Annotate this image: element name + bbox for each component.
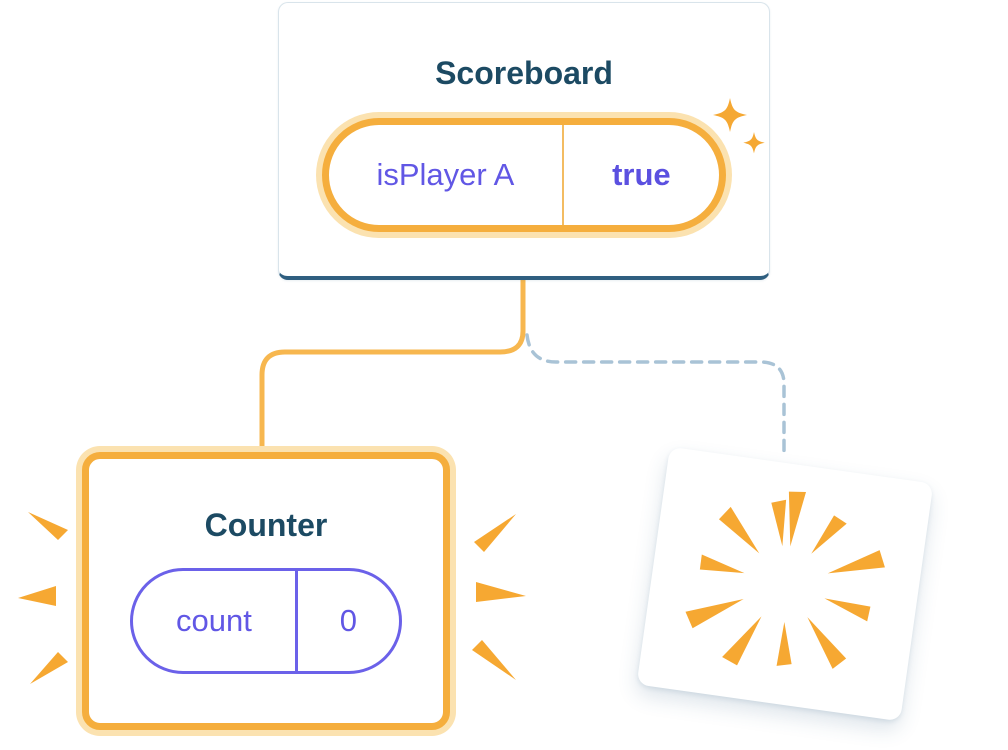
scoreboard-title: Scoreboard: [435, 55, 613, 91]
solid-connector-line: [259, 275, 526, 455]
scoreboard-card: Scoreboard isPlayer A true: [278, 2, 770, 280]
counter-card: Counter count 0: [82, 452, 450, 730]
burst-icon: [18, 512, 68, 684]
scoreboard-state-pill: isPlayer A true: [322, 118, 726, 232]
poof-burst-icon: [685, 491, 885, 669]
state-name: count: [133, 571, 298, 671]
counter-title: Counter: [204, 507, 328, 543]
removed-component-card: [636, 446, 934, 722]
counter-state-pill: count 0: [130, 568, 402, 674]
burst-icon: [472, 514, 526, 680]
dashed-connector-line: [525, 333, 786, 454]
state-name: isPlayer A: [329, 125, 564, 225]
state-value: 0: [339, 603, 358, 638]
state-value: true: [612, 157, 671, 192]
